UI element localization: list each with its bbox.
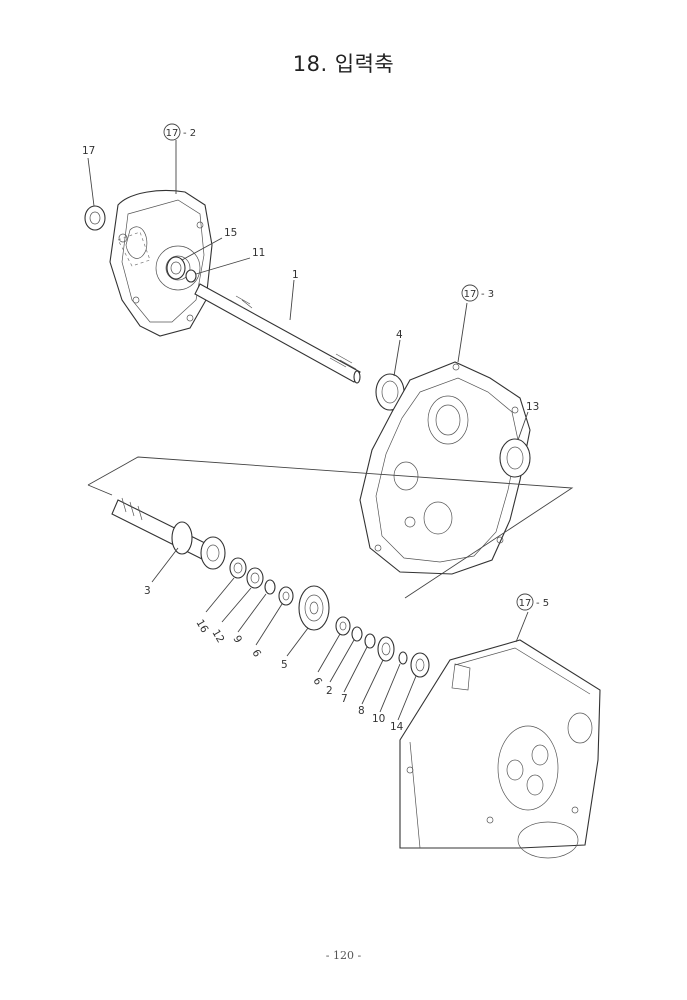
housing-17-5: [399, 639, 601, 859]
svg-text:17: 17: [464, 289, 477, 300]
label-4: 4: [396, 329, 403, 341]
label-9: 9: [230, 634, 244, 646]
gear-8: [377, 636, 395, 662]
svg-text:17: 17: [166, 128, 179, 139]
gear-5: [298, 585, 330, 631]
housing-17-3: [359, 361, 531, 575]
label-11: 11: [252, 247, 265, 259]
label-8: 8: [358, 705, 365, 717]
assembly-plane-outline: [87, 456, 574, 599]
svg-text:17: 17: [519, 598, 532, 609]
page-number: - 120 -: [325, 949, 362, 962]
callout-ref-17-3: 17 - 3: [461, 284, 494, 302]
washer-9: [264, 579, 276, 595]
label-16: 16: [193, 618, 210, 636]
oil-seal-17: [84, 205, 106, 231]
bearing-15: [166, 256, 186, 280]
leader-lines: [87, 140, 529, 721]
label-15: 15: [224, 227, 237, 239]
label-6b: 6: [310, 676, 324, 688]
part-labels: 17 15 11 1 4 13 3 16 12 9 6 5 6 2 7 8 10…: [82, 145, 539, 733]
svg-text:- 5: - 5: [536, 598, 549, 609]
bearing-14: [410, 652, 430, 678]
washer-2: [351, 626, 363, 642]
bearing-12: [246, 567, 264, 589]
callout-ref-17-5: 17 - 5: [516, 593, 549, 611]
bearing-13: [499, 438, 531, 478]
collar-6-b: [335, 616, 351, 636]
label-14: 14: [390, 721, 404, 733]
label-6: 6: [249, 648, 263, 660]
callout-ref-17-2: 17 - 2: [163, 123, 196, 141]
input-shaft-1: [194, 283, 361, 384]
svg-text:- 3: - 3: [481, 289, 494, 300]
housing-cover-17-2: [109, 189, 213, 337]
svg-text:- 2: - 2: [183, 128, 196, 139]
label-1: 1: [292, 269, 299, 281]
label-7: 7: [341, 693, 348, 705]
label-10: 10: [372, 713, 385, 725]
label-5: 5: [281, 659, 288, 671]
gear-shaft-3: [111, 497, 226, 570]
bearing-16: [229, 557, 247, 579]
page-title: 18. 입력축: [292, 52, 395, 76]
ring-7: [364, 633, 376, 649]
collar-6: [278, 586, 294, 606]
label-12: 12: [209, 628, 226, 646]
snap-ring-10: [398, 651, 408, 665]
label-3: 3: [144, 585, 151, 597]
label-17: 17: [82, 145, 95, 157]
label-2: 2: [326, 685, 333, 697]
snap-ring-11: [185, 269, 197, 283]
label-13: 13: [526, 401, 539, 413]
